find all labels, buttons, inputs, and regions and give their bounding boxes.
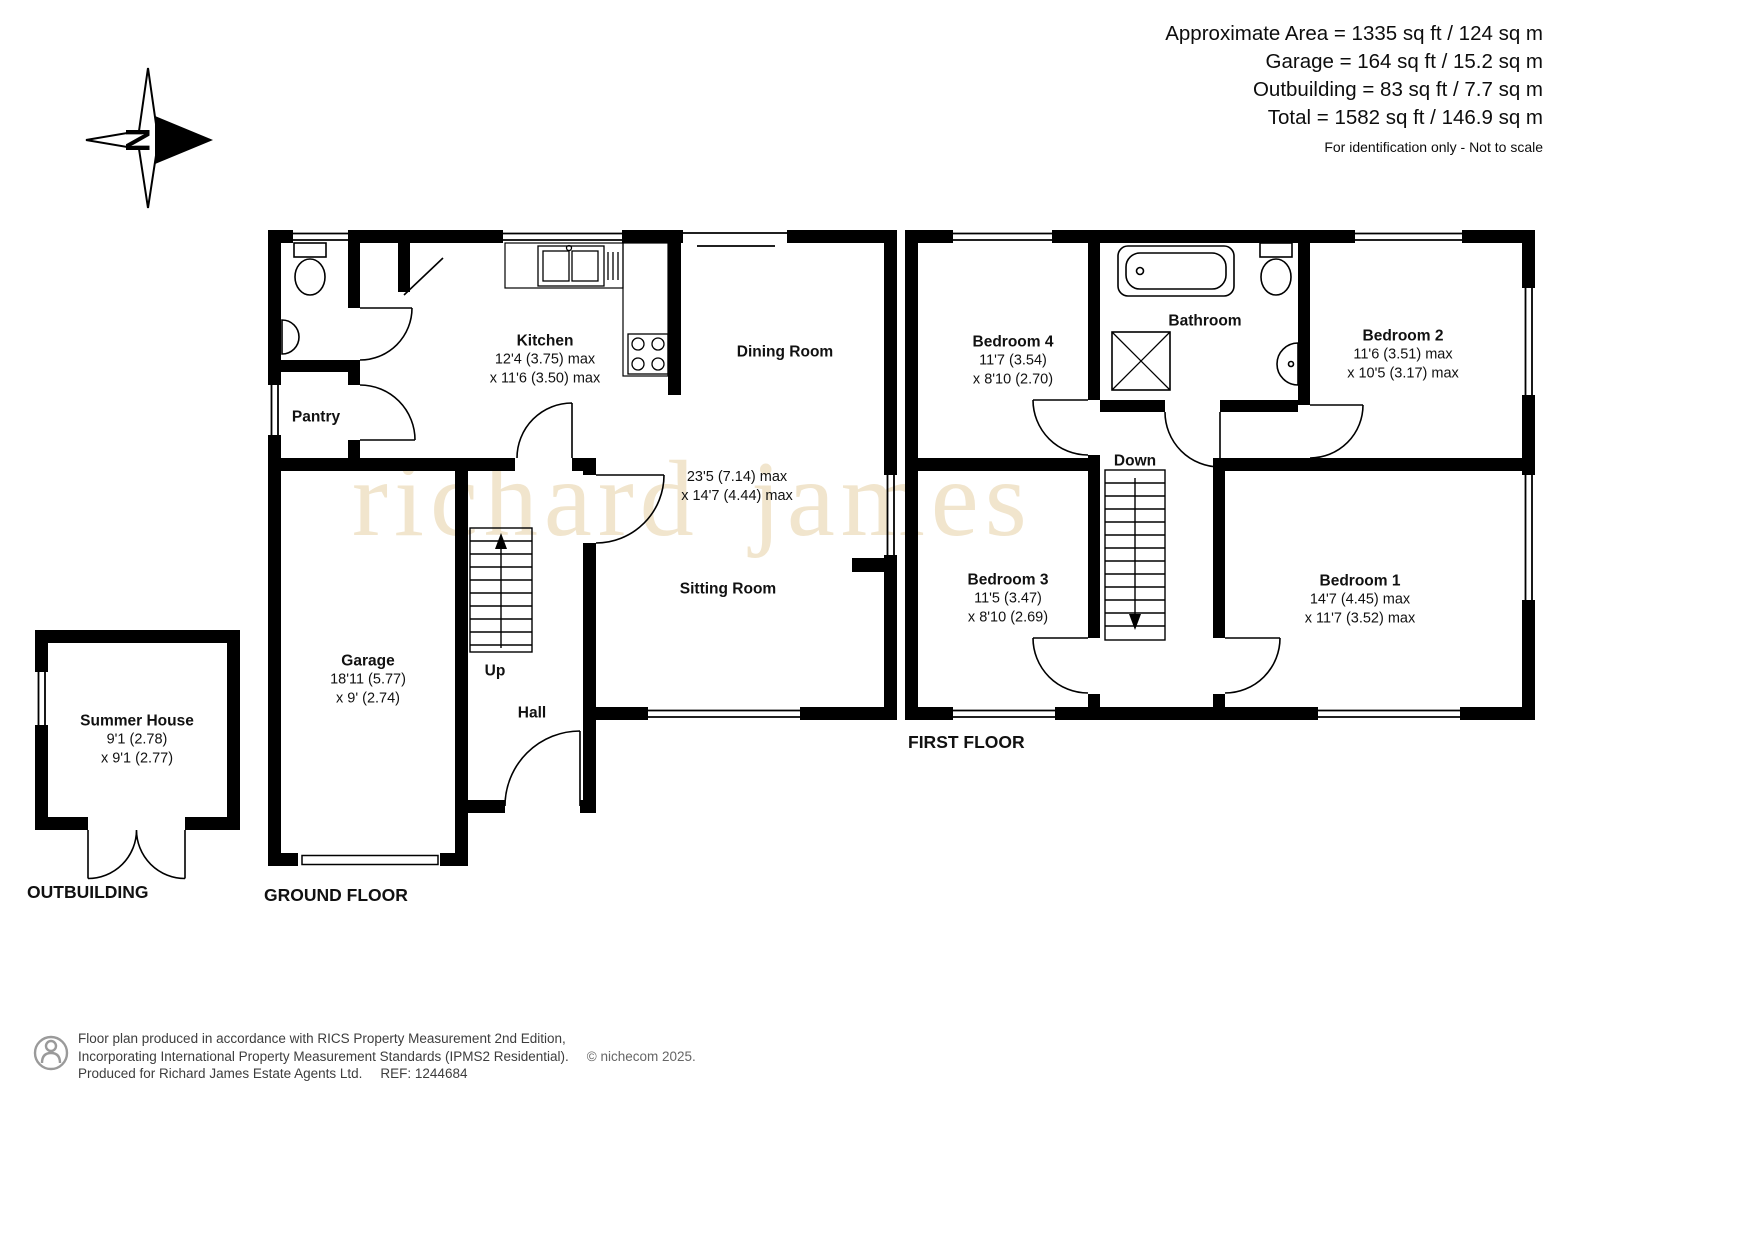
windows [37, 232, 1533, 725]
room-label-bathroom: Bathroom [1168, 312, 1242, 330]
outbuilding-area: Outbuilding = 83 sq ft / 7.7 sq m [1252, 78, 1543, 101]
ground-floor-walls [268, 230, 897, 866]
stairs-down-label: Down [1113, 452, 1157, 470]
first-floor-walls [905, 230, 1535, 720]
room-label-bedroom-3: Bedroom 3 11'5 (3.47) x 8'10 (2.69) [967, 571, 1049, 626]
compass-north-label: N [118, 128, 156, 153]
hob-icon [627, 333, 669, 375]
sitting-room-dimensions: 23'5 (7.14) max x 14'7 (4.44) max [681, 469, 793, 504]
approximate-area: Approximate Area = 1335 sq ft / 124 sq m [1165, 22, 1543, 45]
bedroom1-door-arc [1224, 637, 1281, 694]
room-label-summer-house: Summer House 9'1 (2.78) x 9'1 (2.77) [80, 712, 194, 767]
reference-number: REF: 1244684 [380, 1066, 468, 1081]
kitchen-lobby-door-leaf [403, 257, 444, 296]
outbuilding-walls [35, 630, 240, 830]
footer-line-3: Produced for Richard James Estate Agents… [78, 1066, 468, 1081]
pantry-door-arc [359, 384, 416, 441]
kitchen-door-arc [516, 402, 573, 459]
area-summary: Approximate Area = 1335 sq ft / 124 sq m… [1165, 20, 1543, 155]
footer-line-1: Floor plan produced in accordance with R… [78, 1031, 566, 1046]
outbuilding-door-arcs [87, 829, 186, 880]
compass-icon: N [85, 67, 213, 209]
shower-icon [1111, 331, 1171, 391]
garage-door [301, 854, 439, 866]
bedroom4-door-arc [1032, 399, 1089, 456]
room-label-kitchen: Kitchen 12'4 (3.75) max x 11'6 (3.50) ma… [489, 332, 601, 387]
bath-icon [1117, 245, 1235, 297]
stairs-down-icon [1104, 469, 1166, 641]
copyright: © nichecom 2025. [586, 1048, 696, 1064]
doors [87, 257, 1364, 880]
outbuilding-title: OUTBUILDING [27, 882, 149, 902]
scale-disclaimer: For identification only - Not to scale [1324, 139, 1543, 155]
bathroom-toilet-icon [1259, 242, 1293, 296]
footer-line-2: Incorporating International Property Mea… [78, 1048, 696, 1064]
total-area: Total = 1582 sq ft / 146.9 sq m [1267, 106, 1543, 129]
sitting-room-door-arc [595, 474, 665, 544]
garage-area: Garage = 164 sq ft / 15.2 sq m [1265, 50, 1543, 73]
stairs-up-label: Up [484, 662, 506, 680]
room-label-garage: Garage 18'11 (5.77) x 9' (2.74) [330, 652, 406, 707]
room-label-bedroom-1: Bedroom 1 14'7 (4.45) max x 11'7 (3.52) … [1304, 572, 1416, 627]
front-door-arc [504, 730, 581, 807]
bedroom2-door-arc [1309, 404, 1364, 459]
kitchen-counter [504, 242, 669, 377]
wc-door-arc [359, 307, 413, 361]
first-floor-title: FIRST FLOOR [908, 732, 1025, 752]
room-label-sitting-room: Sitting Room [679, 580, 777, 598]
ground-floor-title: GROUND FLOOR [264, 885, 408, 905]
footer: Floor plan produced in accordance with R… [78, 1030, 696, 1083]
room-label-dining-room: Dining Room [736, 343, 834, 361]
bedroom3-door-arc [1032, 637, 1089, 694]
kitchen-sink-icon [537, 244, 619, 287]
wc-basin-icon [281, 319, 300, 355]
bathroom-door-arc [1164, 411, 1221, 468]
producer-logo-icon [33, 1035, 69, 1071]
room-label-bedroom-4: Bedroom 4 11'7 (3.54) x 8'10 (2.70) [972, 333, 1054, 388]
bathroom-basin-icon [1276, 342, 1299, 386]
room-label-bedroom-2: Bedroom 2 11'6 (3.51) max x 10'5 (3.17) … [1347, 327, 1459, 382]
room-label-hall: Hall [517, 704, 547, 722]
stairs-up-icon [469, 527, 533, 653]
room-label-pantry: Pantry [291, 408, 341, 426]
wc-toilet-icon [293, 242, 327, 296]
